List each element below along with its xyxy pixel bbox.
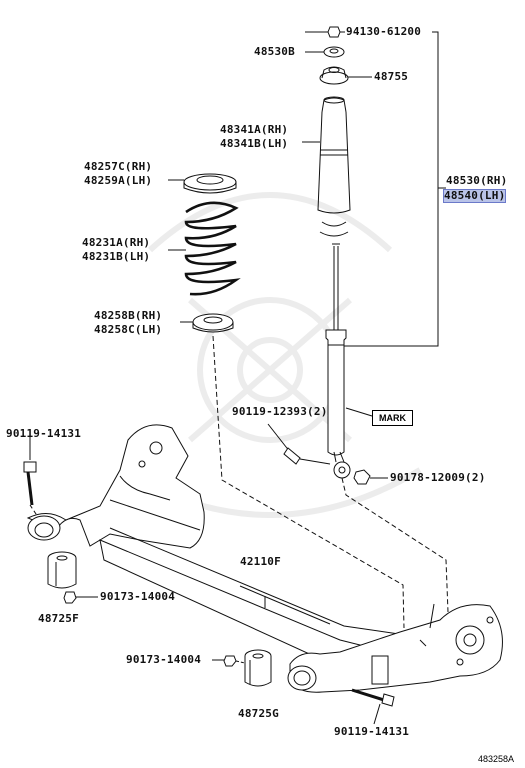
label-cushion-top[interactable]: 48755 [374,70,409,83]
label-spring-lh[interactable]: 48231B(LH) [82,250,151,263]
nut-f-part [63,591,98,604]
upper-cushion-part [319,66,349,85]
axle-beam-part [26,424,503,693]
bushing-f-part [47,551,77,589]
label-bolt-left[interactable]: 90119-14131 [6,427,82,440]
shock-bolt-part [267,423,331,465]
label-seat-lower-rh[interactable]: 48258B(RH) [94,309,163,322]
bottom-bolt-part [351,688,395,725]
lower-spring-seat-part [192,313,234,333]
bushing-g-part [244,649,272,687]
label-spring-rh[interactable]: 48231A(RH) [82,236,151,249]
upper-spring-seat-part [183,173,237,194]
coil-spring-part [184,201,241,296]
label-boot-lh[interactable]: 48341B(LH) [220,137,289,150]
label-shock-rh[interactable]: 48530(RH) [446,174,508,187]
label-bushing-g[interactable]: 48725G [238,707,279,720]
label-bolt-shock[interactable]: 90119-12393(2) [232,405,328,418]
shock-nut-part [353,469,388,485]
label-beam[interactable]: 42110F [240,555,281,568]
label-nut-bushing-g[interactable]: 90173-14004 [126,653,202,666]
label-washer[interactable]: 48530B [254,45,295,58]
label-boot-rh[interactable]: 48341A(RH) [220,123,289,136]
label-seat-upper-rh[interactable]: 48257C(RH) [84,160,153,173]
label-seat-lower-lh[interactable]: 48258C(LH) [94,323,163,336]
label-nut-shock[interactable]: 90178-12009(2) [390,471,486,484]
dashed-guides [212,335,449,629]
dust-boot-part [317,96,351,237]
label-bolt-bottom[interactable]: 90119-14131 [334,725,410,738]
leader-shock-assembly [340,31,439,347]
shock-absorber-part [325,243,351,479]
label-seat-upper-lh[interactable]: 48259A(LH) [84,174,153,187]
label-shock-lh[interactable]: 48540(LH) [442,189,507,203]
left-bolt-part [23,440,41,521]
label-nut-bushing-f[interactable]: 90173-14004 [100,590,176,603]
label-bushing-f[interactable]: 48725F [38,612,79,625]
top-nut-part [327,26,345,38]
label-nut-top[interactable]: 94130-61200 [346,25,422,38]
mark-callout: MARK [372,410,413,426]
nut-g-part [212,655,246,667]
document-id: 483258A [478,754,515,764]
